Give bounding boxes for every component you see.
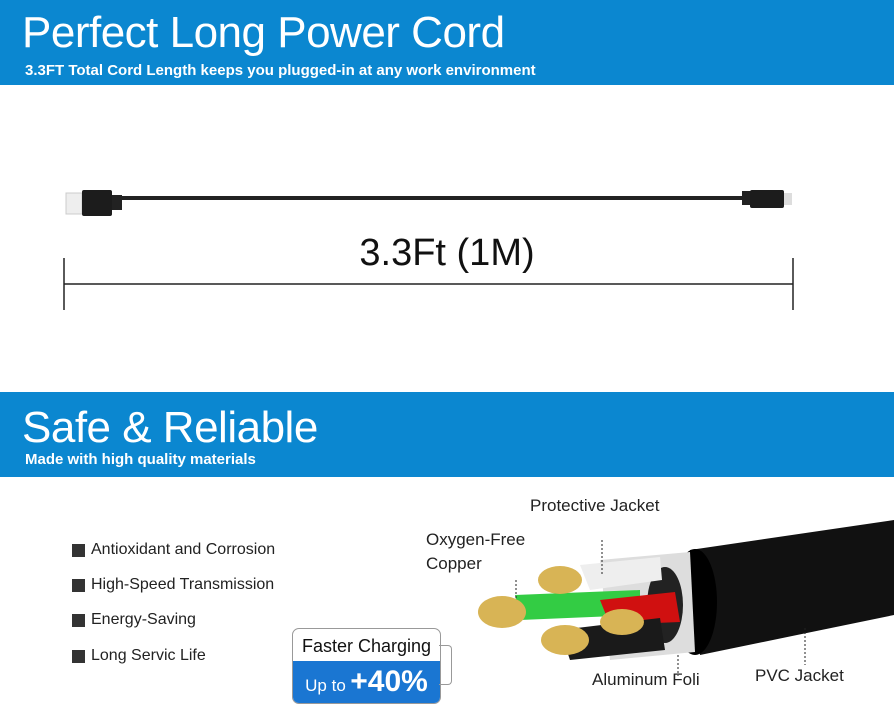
bullet-square-icon (72, 649, 85, 663)
section-subtitle-power-cord: 3.3FT Total Cord Length keeps you plugge… (25, 62, 536, 79)
cable-cross-section-illustration (478, 520, 894, 676)
header-band-power-cord (0, 0, 894, 85)
battery-tip-icon (439, 645, 452, 685)
bullet-square-icon (72, 578, 85, 592)
section-subtitle-safe: Made with high quality materials (25, 451, 256, 468)
section-title-safe: Safe & Reliable (22, 403, 318, 452)
label-copper-line2: Copper (426, 554, 482, 573)
feature-item: Antioxidant and Corrosion (72, 541, 275, 559)
label-pvc-jacket: PVC Jacket (755, 666, 844, 685)
label-aluminum-foil: Aluminum Foli (592, 670, 700, 689)
feature-item: Long Servic Life (72, 647, 206, 665)
badge-value-row: Up to +40% (293, 661, 440, 703)
badge-title: Faster Charging (301, 636, 432, 656)
header-band-safe (0, 392, 894, 477)
label-copper-line1: Oxygen-Free (426, 530, 526, 549)
bullet-square-icon (72, 543, 85, 557)
section-title-power-cord: Perfect Long Power Cord (22, 8, 505, 57)
cable-length-illustration (63, 190, 794, 310)
label-protective-jacket: Protective Jacket (530, 496, 660, 515)
bullet-square-icon (72, 613, 85, 627)
faster-charging-badge: Faster Charging Up to +40% (292, 628, 441, 704)
feature-item: Energy-Saving (72, 611, 196, 629)
feature-item: High-Speed Transmission (72, 576, 274, 594)
length-label: 3.3Ft (1M) (359, 232, 535, 274)
